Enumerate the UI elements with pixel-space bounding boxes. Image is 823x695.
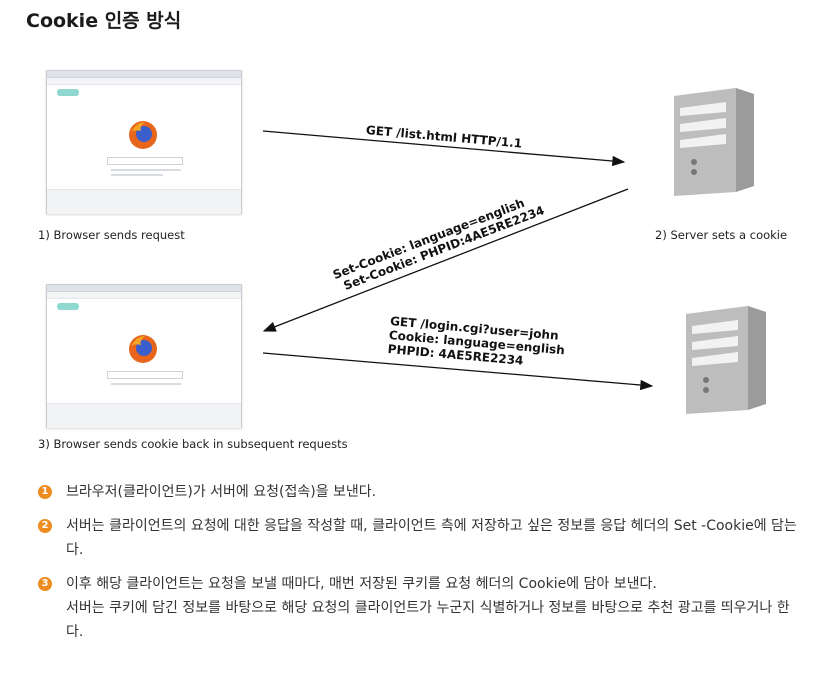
- server-icon: [674, 88, 754, 196]
- step-text-continued: 서버는 쿠키에 담긴 정보를 바탕으로 해당 요청의 클라이언트가 누군지 식별…: [66, 600, 790, 640]
- step-number-badge: 3: [38, 577, 52, 591]
- steps-list: 1 브라우저(클라이언트)가 서버에 요청(접속)을 보낸다. 2 서버는 클라…: [36, 480, 806, 654]
- step-text: 이후 해당 클라이언트는 요청을 보낼 때마다, 매번 저장된 쿠키를 요청 헤…: [66, 576, 657, 592]
- browser-url-bar: [47, 292, 241, 299]
- browser-window-2: [46, 284, 242, 428]
- server-icon: [686, 306, 766, 414]
- browser-text-line: [111, 174, 163, 176]
- browser-footer: [47, 403, 241, 428]
- step-2-label: 2) Server sets a cookie: [655, 228, 788, 242]
- browser-badge: [57, 303, 79, 310]
- firefox-logo-icon: [129, 335, 157, 363]
- browser-content: [47, 85, 241, 189]
- browser-text-line: [111, 169, 181, 171]
- list-item: 2 서버는 클라이언트의 요청에 대한 응답을 작성할 때, 클라이언트 측에 …: [36, 514, 806, 562]
- browser-badge: [57, 89, 79, 96]
- step-number-badge: 2: [38, 519, 52, 533]
- browser-window-1: [46, 70, 242, 214]
- response-arrow: [262, 188, 629, 332]
- firefox-logo-icon: [129, 121, 157, 149]
- arrow-layer: [262, 130, 654, 391]
- list-item: 1 브라우저(클라이언트)가 서버에 요청(접속)을 보낸다.: [36, 480, 806, 504]
- browser-search-box: [107, 157, 183, 165]
- step-1-label: 1) Browser sends request: [38, 228, 185, 242]
- browser-footer: [47, 189, 241, 214]
- browser-text-line: [111, 383, 181, 385]
- page-title: Cookie 인증 방식: [26, 10, 182, 32]
- browser-search-box: [107, 371, 183, 379]
- request-arrow-2: [262, 352, 654, 391]
- step-3-label: 3) Browser sends cookie back in subseque…: [38, 437, 348, 451]
- request-arrow-1: [262, 130, 626, 167]
- browser-url-bar: [47, 78, 241, 85]
- step-number-badge: 1: [38, 485, 52, 499]
- step-text: 서버는 클라이언트의 요청에 대한 응답을 작성할 때, 클라이언트 측에 저장…: [66, 518, 797, 558]
- browser-content: [47, 299, 241, 403]
- list-item: 3 이후 해당 클라이언트는 요청을 보낼 때마다, 매번 저장된 쿠키를 요청…: [36, 572, 806, 644]
- browser-tab-bar: [47, 71, 241, 78]
- browser-tab-bar: [47, 285, 241, 292]
- step-text: 브라우저(클라이언트)가 서버에 요청(접속)을 보낸다.: [66, 484, 377, 500]
